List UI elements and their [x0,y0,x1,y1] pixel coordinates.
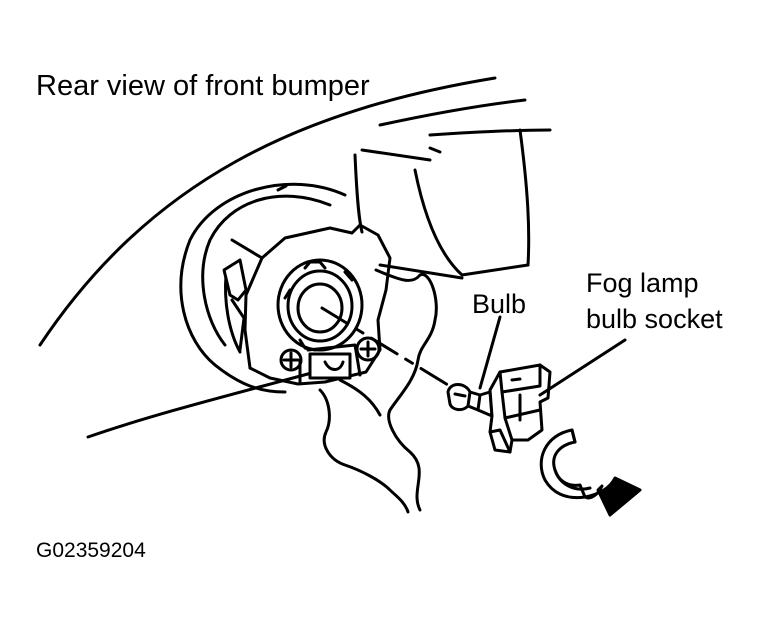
bumper-outline [40,78,550,437]
figure-id: G02359204 [36,539,146,562]
socket-label-line2: bulb socket [586,304,723,334]
mounting-bolt-left [281,350,301,370]
alignment-line [322,308,448,385]
socket-label-line1: Fog lamp [586,268,699,298]
rotation-arrow [541,430,640,515]
socket-leader-line [540,340,625,395]
diagram-title: Rear view of front bumper [36,70,370,102]
bumper-backing [320,270,436,512]
bulb-leader-line [480,317,500,388]
bulb-label: Bulb [472,289,527,319]
lamp-housing [181,184,345,392]
mounting-bolt-right [357,338,379,360]
bulb-socket [490,365,550,452]
socket-ring [278,260,362,350]
bulb [448,385,492,417]
